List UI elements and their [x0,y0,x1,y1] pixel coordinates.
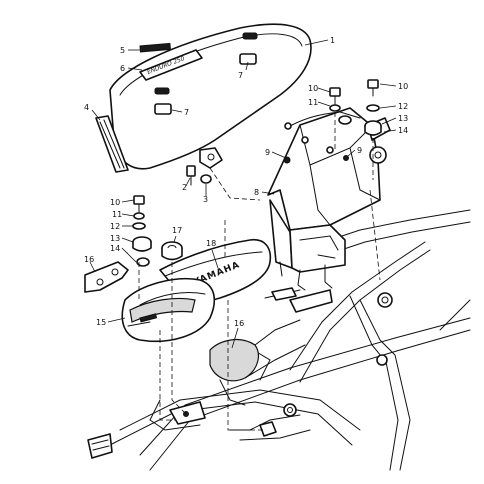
callout-9-right: 9 [357,146,362,155]
air-box [121,277,216,343]
callout-12-right: 12 [398,102,408,111]
callout-13-right: 13 [398,114,408,123]
right-fastener-stack [364,79,382,136]
callout-14-right: 14 [398,126,408,135]
callout-3: 3 [203,195,208,204]
callout-15: 15 [96,318,106,327]
small-clip [271,287,297,301]
callout-16-right: 16 [234,319,244,328]
leader-lines [89,39,397,349]
side-cover: ENDURO 250 [109,23,312,170]
callout-12-left: 12 [110,222,120,231]
callout-13-left: 13 [110,234,120,243]
intake-hose [209,289,333,406]
reflector [95,115,129,173]
callout-10-center: 10 [308,84,318,93]
callout-1: 1 [330,36,335,45]
callout-6: 6 [120,64,125,73]
lower-mount [87,401,277,459]
callout-labels: 1 2 3 4 5 6 7 7 8 9 9 10 10 10 11 11 12 … [84,36,408,328]
callout-2: 2 [182,183,187,192]
screw-and-washer [186,165,212,186]
callout-7-lower: 7 [184,108,189,117]
left-bracket [84,261,129,293]
callout-5: 5 [120,46,125,55]
callout-17: 17 [172,226,182,235]
assembly-guide-lines [138,112,381,431]
callout-4: 4 [84,103,89,112]
callout-18: 18 [206,239,216,248]
rubber-mount [161,241,183,261]
center-fastener-stack [283,87,361,164]
frame-structure [109,209,471,471]
callout-11-center: 11 [308,98,318,107]
callout-7-upper: 7 [238,71,243,80]
callout-14-left: 14 [110,244,120,253]
callout-16-left: 16 [84,255,94,264]
callout-8: 8 [254,188,259,197]
callout-10-left: 10 [110,198,120,207]
battery-bracket [267,107,391,291]
callout-10-right: 10 [398,82,408,91]
callout-9-left: 9 [265,148,270,157]
callout-11-left: 11 [112,210,122,219]
left-fastener-stack [132,195,152,267]
